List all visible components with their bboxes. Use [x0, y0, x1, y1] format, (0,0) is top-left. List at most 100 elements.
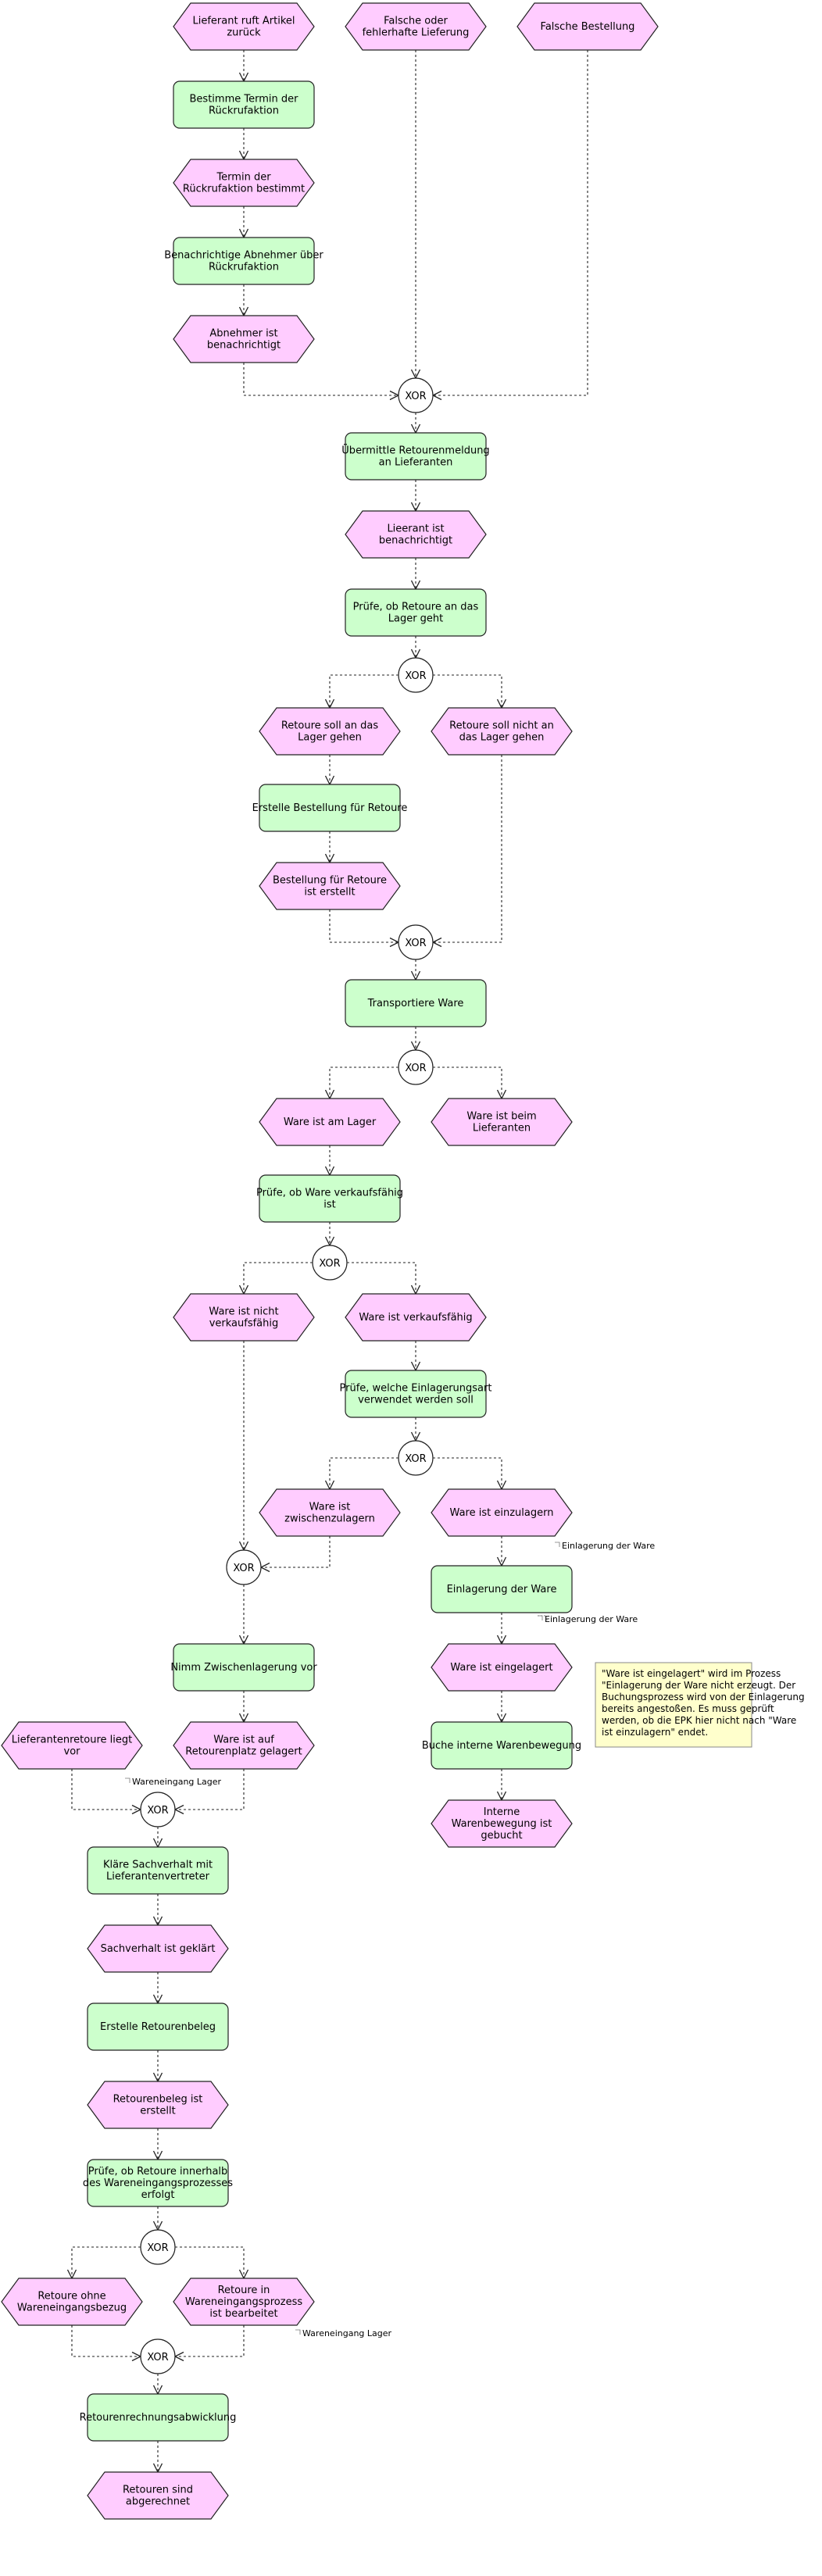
- event-einzulagern[interactable]: Ware ist einzulagern: [431, 1488, 573, 1537]
- flow-connections: [72, 50, 588, 2472]
- function-shape: [345, 432, 487, 481]
- function-shape: [345, 588, 487, 637]
- flow-arrow: [330, 674, 398, 708]
- xor-connector[interactable]: XOR: [398, 1440, 434, 1476]
- xor-connector[interactable]: XOR: [140, 2229, 176, 2265]
- xor-connector[interactable]: XOR: [140, 1792, 176, 1827]
- node-label: benachrichtigt: [207, 340, 281, 352]
- node-label: Lieferantenvertreter: [106, 1871, 210, 1883]
- function-klaere[interactable]: Kläre Sachverhalt mitLieferantenvertrete…: [87, 1846, 229, 1895]
- flow-arrow: [433, 1066, 502, 1099]
- function-erstelle_best[interactable]: Erstelle Bestellung für Retoure: [252, 784, 408, 832]
- xor-label: XOR: [319, 1258, 340, 1270]
- function-shape: [173, 237, 315, 285]
- xor-connector[interactable]: XOR: [398, 924, 434, 960]
- xor-connector[interactable]: XOR: [398, 657, 434, 693]
- event-am_lager[interactable]: Ware ist am Lager: [259, 1098, 401, 1146]
- function-buche[interactable]: Buche interne Warenbewegung: [422, 1721, 581, 1770]
- function-shape: [431, 1721, 573, 1770]
- event-shape: [87, 2081, 229, 2129]
- node-label: Falsche oder: [384, 16, 448, 27]
- event-shape: [173, 2278, 315, 2326]
- node-label: Lieerant ist: [387, 523, 444, 535]
- node-label: Einlagerung der Ware: [447, 1584, 557, 1595]
- node-label: Transportiere Ware: [367, 998, 464, 1009]
- event-verk[interactable]: Ware ist verkaufsfähig: [345, 1293, 487, 1342]
- xor-label: XOR: [147, 1805, 168, 1817]
- xor-shape: [398, 1440, 434, 1476]
- event-eingelagert[interactable]: Ware ist eingelagert: [431, 1643, 573, 1692]
- node-label: Interne: [484, 1806, 520, 1818]
- node-label: Buche interne Warenbewegung: [422, 1740, 581, 1752]
- event-shape: [1, 2278, 143, 2326]
- xor-connector[interactable]: XOR: [226, 1549, 262, 1585]
- node-label: zwischenzulagern: [284, 1513, 375, 1525]
- flow-arrow: [433, 674, 502, 708]
- xor-connector[interactable]: XOR: [140, 2338, 176, 2374]
- node-label: Erstelle Retourenbeleg: [100, 2021, 216, 2033]
- event-shape: [173, 2, 315, 51]
- note-line: "Ware ist eingelagert" wird im Prozess: [602, 1668, 781, 1679]
- xor-connector[interactable]: XOR: [398, 377, 434, 413]
- event-shape: [431, 1098, 573, 1146]
- process-link-einlagerung-in[interactable]: Einlagerung der Ware: [555, 1541, 655, 1551]
- process-link-icon: [538, 1615, 543, 1620]
- node-label: verwendet werden soll: [358, 1395, 474, 1406]
- node-label: Lieferanten: [473, 1123, 531, 1134]
- xor-connector[interactable]: XOR: [398, 1049, 434, 1085]
- event-shape: [87, 1924, 229, 1973]
- node-label: ist bearbeitet: [209, 2308, 277, 2320]
- function-einlagerung[interactable]: Einlagerung der Ware: [431, 1565, 573, 1613]
- node-label: Retourenbeleg ist: [113, 2094, 203, 2106]
- xor-label: XOR: [405, 670, 426, 682]
- function-benachr[interactable]: Benachrichtige Abnehmer überRückrufaktio…: [164, 237, 323, 285]
- function-erstelle_beleg[interactable]: Erstelle Retourenbeleg: [87, 2003, 229, 2051]
- process-link-wareneingang-1[interactable]: Wareneingang Lager: [125, 1777, 222, 1787]
- event-falsch_best[interactable]: Falsche Bestellung: [516, 2, 659, 51]
- event-shape: [173, 1721, 315, 1770]
- node-label: Benachrichtige Abnehmer über: [164, 250, 323, 262]
- function-abwicklung[interactable]: Retourenrechnungsabwicklung: [80, 2393, 237, 2442]
- node-label: Wareneingangsprozess: [185, 2296, 302, 2308]
- node-label: Kläre Sachverhalt mit: [103, 1860, 213, 1871]
- xor-label: XOR: [405, 1063, 426, 1074]
- flow-arrow: [261, 1536, 331, 1567]
- process-link-wareneingang-2[interactable]: Wareneingang Lager: [295, 2328, 392, 2338]
- event-shape: [173, 315, 315, 363]
- node-label: Lager geht: [388, 613, 444, 625]
- xor-shape: [398, 657, 434, 693]
- event-shape: [173, 1293, 315, 1342]
- event-shape: [87, 2471, 229, 2520]
- xor-connector[interactable]: XOR: [312, 1245, 348, 1281]
- function-zwischen[interactable]: Nimm Zwischenlagerung vor: [170, 1643, 317, 1692]
- process-link-einlagerung-out[interactable]: Einlagerung der Ware: [538, 1614, 638, 1624]
- function-transport[interactable]: Transportiere Ware: [345, 979, 487, 1027]
- xor-shape: [398, 1049, 434, 1085]
- event-sachverhalt[interactable]: Sachverhalt ist geklärt: [87, 1924, 229, 1973]
